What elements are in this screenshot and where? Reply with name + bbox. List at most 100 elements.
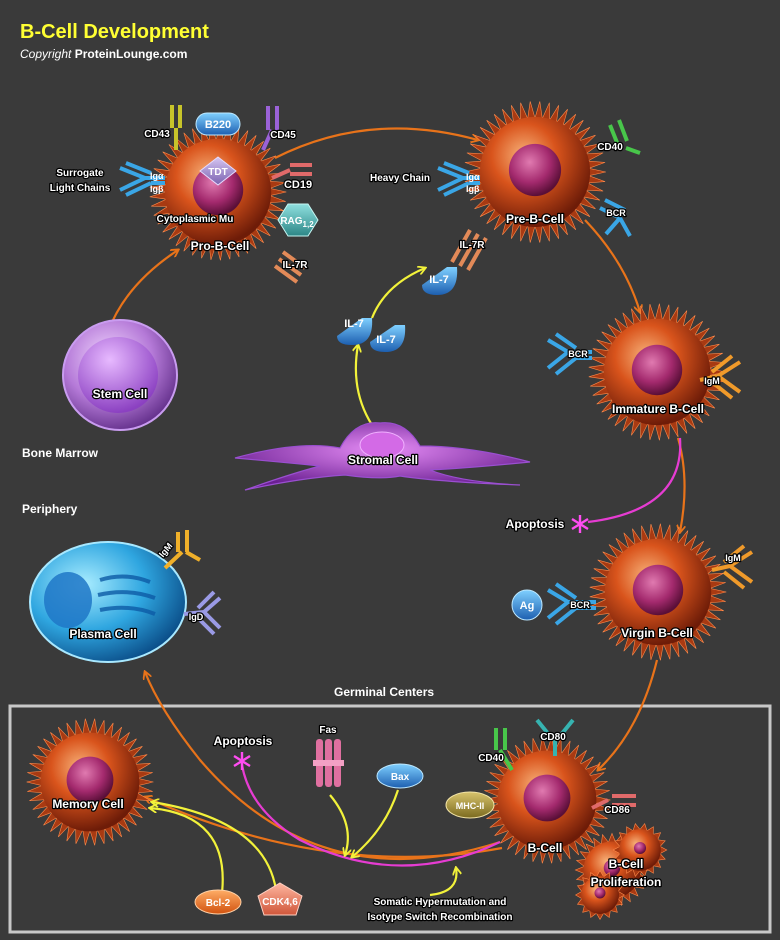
- prolif-cell-3: [575, 870, 625, 920]
- rag-main: RAG: [280, 216, 302, 227]
- immature-b-cell: [588, 303, 726, 441]
- arrow-cdk-to-memory: [152, 802, 278, 891]
- cd43-receptor: CD43: [143, 105, 182, 150]
- igm-virgin-label: IgM: [725, 553, 741, 563]
- mhc2-b-marker: MHC-II: [445, 791, 495, 819]
- tdt-marker: TDT: [199, 156, 237, 186]
- pro-b-cell-group: Pro-B-Cell Cytoplasmic Mu TDT B220 CD43 …: [48, 105, 319, 284]
- fas-label: Fas: [319, 725, 337, 736]
- arrow-bcell-to-plasma: [145, 672, 501, 860]
- b-cell-proliferation-label-1: B-Cell: [609, 857, 644, 871]
- apoptosis-star-1: [571, 515, 589, 533]
- bcr-pre-receptor: BCR: [599, 198, 632, 237]
- cdk-marker: CDK4,6: [257, 882, 303, 916]
- rag-sub: 1,2: [303, 220, 315, 229]
- stem-cell-label: Stem Cell: [93, 387, 148, 401]
- tdt-label: TDT: [208, 167, 227, 178]
- arrow-immature-to-apoptosis: [587, 437, 682, 524]
- cd19-receptor: CD19: [271, 163, 313, 192]
- cd40-b-label: CD40: [478, 753, 504, 764]
- arrow-bax-to-apoptosis: [352, 789, 400, 857]
- iga-pro-label: Igα: [150, 171, 164, 181]
- bcr-immature-receptor: BCR: [546, 332, 592, 376]
- stromal-cell-label: Stromal Cell: [348, 453, 418, 467]
- virgin-b-cell-group: Virgin B-Cell IgM BCR Ag: [511, 544, 754, 641]
- immature-b-cell-nucleus: [631, 344, 683, 396]
- cd40-b-receptor: CD40: [477, 728, 514, 772]
- il7-label-b: IL-7: [376, 334, 396, 346]
- apoptosis-star-2: [233, 752, 251, 770]
- il7r-pro-receptor: IL-7R: [273, 250, 310, 284]
- plasma-cell: Plasma Cell IgM IgD: [29, 530, 222, 663]
- cells-layer: [26, 101, 727, 920]
- germinal-centers-box: [8, 704, 772, 934]
- b-cell-nucleus: [523, 774, 571, 822]
- cd45-receptor: CD45: [261, 106, 297, 151]
- prolif-cell-1-nucleus: [603, 859, 621, 877]
- apoptosis-label-2: Apoptosis: [214, 734, 273, 748]
- b-cell-label: B-Cell: [528, 841, 563, 855]
- antigen: Ag: [511, 589, 543, 621]
- il7-drop-c: IL-7: [422, 267, 458, 295]
- igb-pre-label: Igβ: [466, 184, 480, 194]
- memory-cell: [26, 718, 154, 846]
- pre-b-cell-label: Pre-B-Cell: [506, 212, 564, 226]
- pro-b-cell-nucleus: [192, 164, 244, 216]
- fas-receptor: Fas: [313, 724, 344, 787]
- il7r-pre-label: IL-7R: [460, 240, 486, 251]
- cd40-pre-receptor: CD40: [596, 119, 641, 155]
- cytoplasmic-mu-label: Cytoplasmic Mu: [157, 214, 234, 225]
- b-cell: [483, 736, 611, 864]
- il7-drop-b: IL-7: [370, 325, 406, 352]
- cd40-pre-label: CD40: [597, 142, 623, 153]
- iga-pre-label: Igα: [466, 172, 480, 182]
- antigen-label: Ag: [520, 600, 535, 612]
- memory-cell-nucleus: [66, 756, 114, 804]
- il7r-pro-label: IL-7R: [283, 260, 309, 271]
- arrow-stromal-to-il7: [356, 345, 373, 426]
- virgin-b-cell: [589, 523, 727, 661]
- surrogate-label-1: Surrogate: [56, 168, 104, 179]
- cdk-label: CDK4,6: [262, 897, 298, 908]
- prolif-cell-2: [612, 822, 668, 878]
- il7-label-c: IL-7: [429, 274, 449, 286]
- bcr-immature-label: BCR: [568, 349, 588, 359]
- prolif-cell-2-nucleus: [633, 841, 647, 855]
- diagram-title: B-Cell Development: [20, 21, 209, 43]
- arrow-bcl2-to-memory: [150, 808, 224, 894]
- igd-plasma-receptor: IgD: [183, 590, 222, 636]
- arrow-virgin-to-bcell: [598, 659, 659, 770]
- heavy-chain-receptor: [437, 161, 480, 197]
- pre-b-cell-group: Pre-B-Cell Heavy Chain Igα Igβ CD40 BCR …: [369, 119, 641, 271]
- immature-b-cell-label: Immature B-Cell: [612, 402, 704, 416]
- bcr-virgin-label: BCR: [570, 600, 590, 610]
- b-cell-proliferation-label-2: Proliferation: [591, 875, 662, 889]
- igm-immature-receptor: IgM: [699, 354, 742, 400]
- somatic-label-1: Somatic Hypermutation and: [374, 897, 507, 908]
- pro-b-cell: [149, 123, 287, 261]
- arrows: [106, 127, 685, 897]
- arrow-pre-to-immature: [584, 219, 640, 312]
- immature-b-cell-group: Immature B-Cell BCR IgM: [546, 332, 742, 417]
- igm-virgin-receptor: IgM: [711, 544, 754, 590]
- arrow-fas-to-apoptosis: [329, 794, 348, 855]
- stem-cell: Stem Cell: [62, 319, 178, 431]
- cd43-label: CD43: [144, 129, 170, 140]
- virgin-b-cell-label: Virgin B-Cell: [621, 626, 693, 640]
- cd45-label: CD45: [270, 130, 296, 141]
- pro-b-cell-label: Pro-B-Cell: [191, 239, 250, 253]
- stromal-cell: Stromal Cell: [234, 422, 531, 491]
- bax-marker: Bax: [376, 763, 424, 789]
- rag-marker: RAG1,2: [277, 203, 319, 237]
- region-periphery: Periphery: [22, 502, 78, 516]
- copyright-line: Copyright ProteinLounge.com: [20, 47, 187, 61]
- igm-immature-label: IgM: [704, 376, 720, 386]
- surrogate-receptor: [119, 161, 165, 197]
- b-cell-group: B-Cell CD40 CD80 MHC-II CD86 B-Cell Prol…: [445, 718, 663, 890]
- bcr-virgin-receptor: BCR: [546, 582, 596, 626]
- il7-drop-a: IL-7: [337, 318, 373, 345]
- arrow-somatic: [429, 868, 456, 897]
- bcl2-marker: Bcl-2: [194, 889, 242, 915]
- copyright-brand: ProteinLounge.com: [75, 47, 188, 61]
